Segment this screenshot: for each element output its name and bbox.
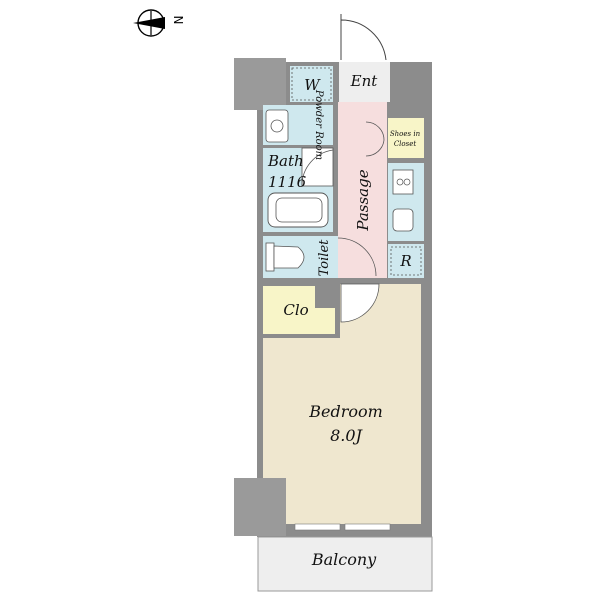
compass-label: N [171, 16, 185, 25]
pillar-top-left [234, 58, 286, 110]
closet-notch [315, 286, 335, 308]
label-toilet: Toilet [317, 239, 332, 276]
refrigerator-outline [390, 246, 422, 276]
bathtub-inner [275, 197, 323, 223]
room-washer [290, 66, 333, 102]
shoes-closet [388, 118, 424, 158]
label-shoes-closet-2: Closet [394, 140, 417, 148]
bedroom-pillar-fill [234, 478, 286, 536]
refrigerator-space [388, 244, 424, 278]
shoes-closet-doors [365, 121, 385, 157]
room-bedroom [263, 338, 421, 524]
washer-outline [291, 67, 332, 101]
label-closet: Clo [283, 301, 308, 319]
washbasin [265, 109, 289, 143]
balcony [257, 536, 433, 592]
label-washer: W [304, 76, 321, 94]
label-bath-size: 1116 [268, 173, 307, 191]
kitchen-sink [392, 208, 414, 232]
stove-burner-2 [403, 178, 411, 186]
stove-burner [396, 178, 404, 186]
window [294, 523, 341, 531]
passage-door-swing [337, 237, 377, 277]
room-passage [338, 102, 387, 278]
compass-needle [133, 17, 165, 29]
label-powder-room: Powder Room [313, 89, 324, 160]
entrance-door-swing [340, 19, 387, 61]
toilet-bowl [273, 245, 305, 269]
label-bedroom: Bedroom [308, 402, 383, 421]
label-refrigerator: R [399, 252, 411, 270]
window-2 [344, 523, 391, 531]
label-bedroom-size: 8.0J [330, 426, 363, 445]
bath-door-swing [301, 149, 334, 187]
bathtub [267, 192, 329, 228]
room-entrance [339, 62, 390, 102]
toilet-tank [265, 242, 275, 272]
label-bath: Bath [267, 152, 304, 170]
compass: N [133, 9, 185, 37]
label-passage: Passage [354, 169, 372, 231]
bedroom-door-swing [340, 283, 380, 323]
label-entrance: Ent [350, 72, 379, 90]
washbasin-bowl [270, 119, 284, 133]
label-balcony: Balcony [311, 550, 377, 569]
label-shoes-closet: Shoes in [390, 130, 421, 138]
